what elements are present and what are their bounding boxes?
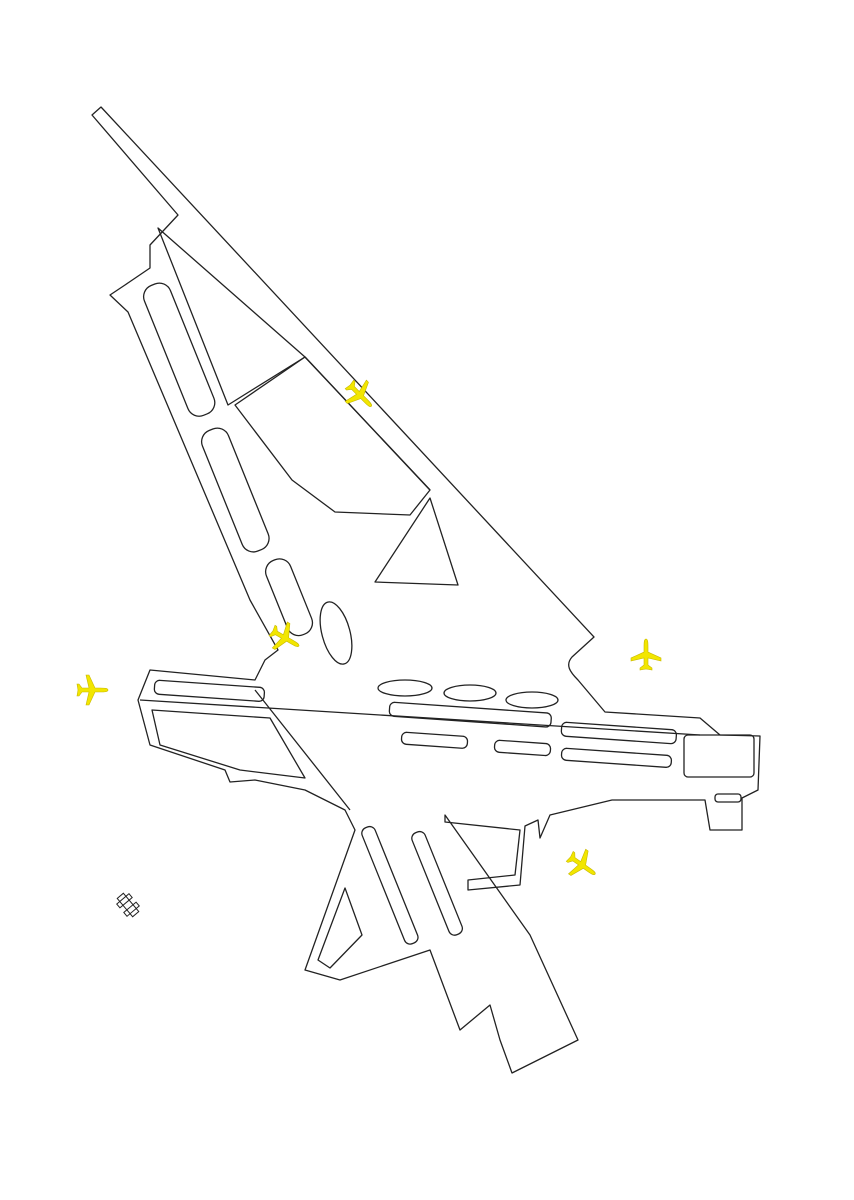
airplane-icon xyxy=(76,674,109,706)
airplane-markers xyxy=(76,379,662,876)
apron xyxy=(264,558,314,637)
taxiway xyxy=(361,825,419,945)
apron xyxy=(505,691,559,709)
airplane-icon xyxy=(344,379,372,407)
building-icon xyxy=(116,892,140,918)
taxiway xyxy=(560,747,673,768)
airplane-icon xyxy=(630,638,662,671)
terminal-area xyxy=(234,356,431,516)
airport-boundary xyxy=(91,106,761,1074)
runway xyxy=(139,356,701,811)
airplane-icon xyxy=(268,621,300,650)
apron xyxy=(151,709,306,779)
terminal-area xyxy=(374,497,459,586)
taxiway xyxy=(388,701,552,728)
apron xyxy=(142,282,216,417)
apron xyxy=(319,601,353,665)
runway-strip xyxy=(683,734,755,778)
terminal-area xyxy=(157,227,306,406)
apron xyxy=(377,679,433,697)
taxiway xyxy=(560,721,678,745)
taxiways-aprons xyxy=(139,227,755,969)
airport-outline xyxy=(91,106,761,1074)
taxiway xyxy=(411,830,464,936)
apron xyxy=(317,887,363,969)
apron xyxy=(443,684,497,702)
airplane-icon xyxy=(565,848,596,876)
taxiway xyxy=(153,679,266,702)
taxiway xyxy=(400,731,469,749)
taxiway xyxy=(493,739,552,757)
apron xyxy=(200,427,270,553)
runway-strip xyxy=(714,793,742,803)
